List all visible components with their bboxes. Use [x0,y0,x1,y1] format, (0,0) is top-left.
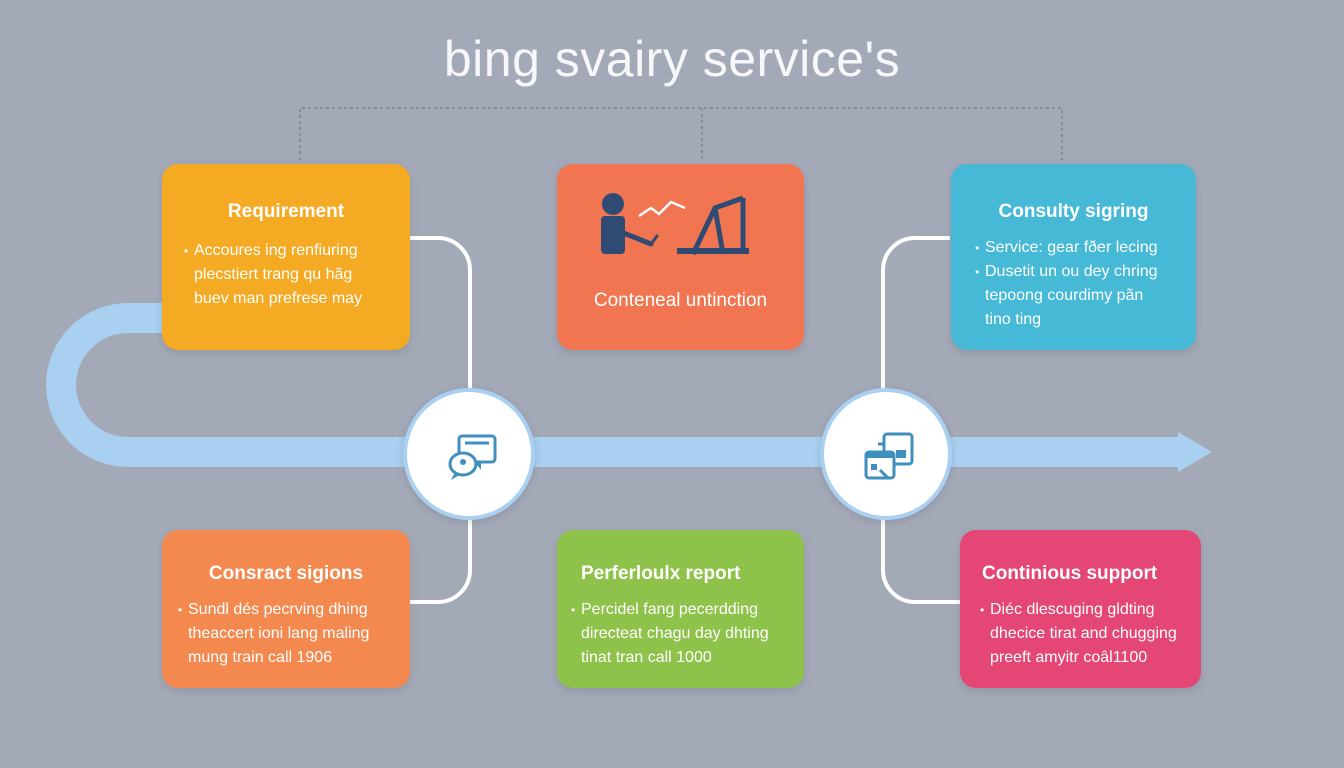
connector-support [881,518,960,604]
connector-consulty [881,236,950,390]
list-item: tepoong courdimy pãn [985,287,1144,304]
card-consulty-list: •Service: gear fðer lecing •Dusetit un o… [975,236,1158,332]
list-item: plecstiert trang qu hãg [194,266,353,283]
list-item: •Percidel fang pecerdding [571,601,759,618]
list-item: dhecice tirat and chugging [990,625,1177,642]
list-item: •Diéc dlescuging gldting [980,601,1155,618]
dashed-bracket [299,107,1063,160]
card-requirement-title: Requirement [227,201,345,222]
card-report-list: •Percidel fang pecerdding directeat chag… [571,598,769,670]
list-item: •Service: gear fðer lecing [975,239,1158,256]
list-item: preeft amyitr coâl1100 [990,649,1148,666]
list-item: •Sundl dés pecrving dhing [178,601,368,618]
card-contract: Consract sigions •Sundl dés pecrving dhi… [162,530,410,688]
list-item: tinat tran call 1000 [581,649,712,666]
list-item: •Accoures ing renfiuring [184,242,358,259]
card-requirement: Requirement •Accoures ing renfiuring ple… [162,164,410,350]
list-item: mung train call 1906 [188,649,333,666]
card-requirement-list: •Accoures ing renfiuring plecstiert tran… [184,239,363,311]
flow-arrowhead [1178,432,1212,472]
card-support-list: •Diéc dlescuging gldting dhecice tirat a… [980,598,1177,670]
hub-left [403,388,535,520]
list-item: •Dusetit un ou dey chring [975,263,1158,280]
hub-right [820,388,952,520]
list-item: theaccert ioni lang maling [188,625,370,642]
list-item: directeat chagu day dhting [581,625,769,642]
list-item: buev man prefrese may [194,290,363,307]
card-contract-title: Consract sigions [208,563,364,584]
card-report: Perferloulx report •Percidel fang pecerd… [557,530,804,688]
diagram-title: bing svairy service's [443,31,901,87]
presenter-chart-icon [601,193,749,256]
card-center-top: Conteneal untinction [557,164,804,350]
card-center-top-caption: Conteneal untinction [593,290,768,311]
card-consulty: Consulty sigring •Service: gear fðer lec… [951,164,1196,350]
documents-icon [864,432,914,480]
card-report-title: Perferloulx report [581,563,741,584]
card-support-title: Continious support [982,563,1158,584]
card-consulty-title: Consulty sigring [998,201,1149,222]
chat-messages-icon [448,434,497,480]
card-support: Continious support •Diéc dlescuging gldt… [960,530,1201,688]
connector-contract [410,518,472,604]
connector-requirement [410,236,472,390]
card-contract-list: •Sundl dés pecrving dhing theaccert ioni… [178,598,370,670]
flow-band [46,303,1180,467]
list-item: tino ting [985,311,1042,328]
